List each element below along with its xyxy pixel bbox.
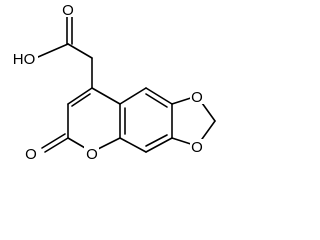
bond-ch2-cooh: [67, 43, 93, 59]
pyranone-ring: [41, 87, 121, 153]
bond-c7-c8: [145, 137, 173, 153]
lactone-carbonyl-oxygen-label: O: [25, 146, 37, 163]
atom-labels: O HO O O O O: [8, 2, 205, 163]
ring-oxygen-label: O: [86, 146, 98, 163]
bond-c7-c8-inner: [145, 134, 168, 147]
bond-c-oh: [37, 43, 69, 58]
structure-diagram: O HO O O O O: [8, 2, 216, 163]
bond-c4a-c4: [91, 87, 121, 105]
bond-c2-o-exo-a: [44, 137, 69, 153]
bond-c4-c3-inner: [71, 93, 91, 107]
bond-c8-c8a: [119, 137, 147, 153]
acetic-acid-group: [37, 13, 93, 89]
acid-carbonyl-oxygen-label: O: [62, 2, 74, 19]
dioxole-lower-oxygen-label: O: [191, 139, 203, 156]
dioxole-upper-oxygen-label: O: [191, 89, 203, 106]
bond-c4-c3: [67, 87, 93, 105]
bond-c2-o-exo-b: [41, 133, 66, 149]
bond-c4a-c5: [119, 87, 147, 105]
benzene-ring: [119, 87, 173, 153]
hydroxyl-label: HO: [13, 51, 36, 68]
bond-c5-c6: [145, 87, 173, 105]
bond-c5-c6-inner: [145, 93, 168, 108]
